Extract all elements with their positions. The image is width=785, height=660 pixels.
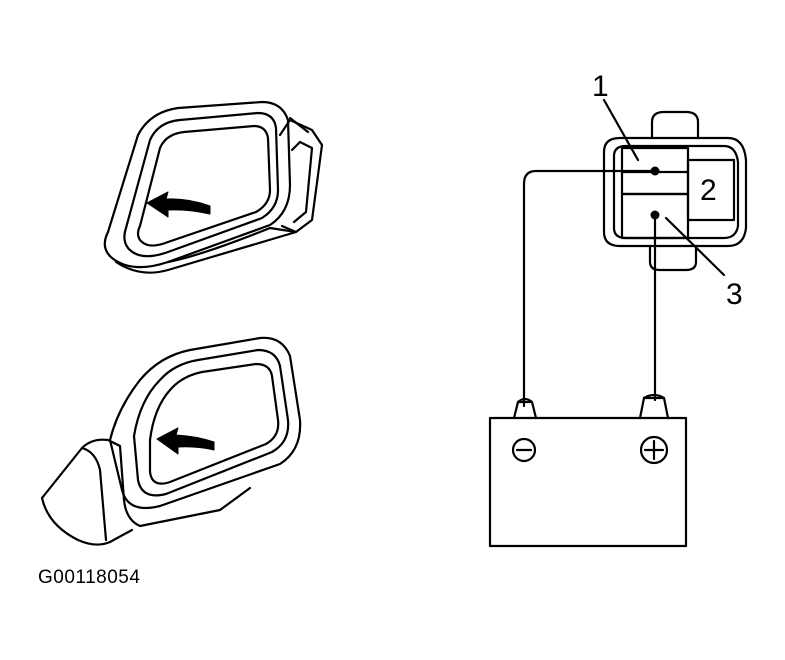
callout-1: 1	[592, 70, 609, 103]
mirror-top	[103, 100, 324, 274]
terminal-dot-1	[650, 166, 660, 176]
mirror-bottom	[40, 336, 302, 546]
battery	[488, 393, 688, 548]
adjust-arrow-top	[146, 191, 211, 218]
adjust-arrow-bottom	[156, 427, 215, 455]
wire-negative	[522, 169, 657, 408]
positive-terminal-symbol	[639, 435, 669, 465]
figure-id: G00118054	[38, 567, 141, 588]
leader-1	[602, 98, 640, 162]
terminal-dot-3	[650, 210, 660, 220]
leader-3	[664, 216, 726, 277]
callout-2: 2	[700, 174, 717, 207]
callout-3: 3	[726, 278, 743, 311]
negative-terminal-symbol	[511, 437, 537, 463]
